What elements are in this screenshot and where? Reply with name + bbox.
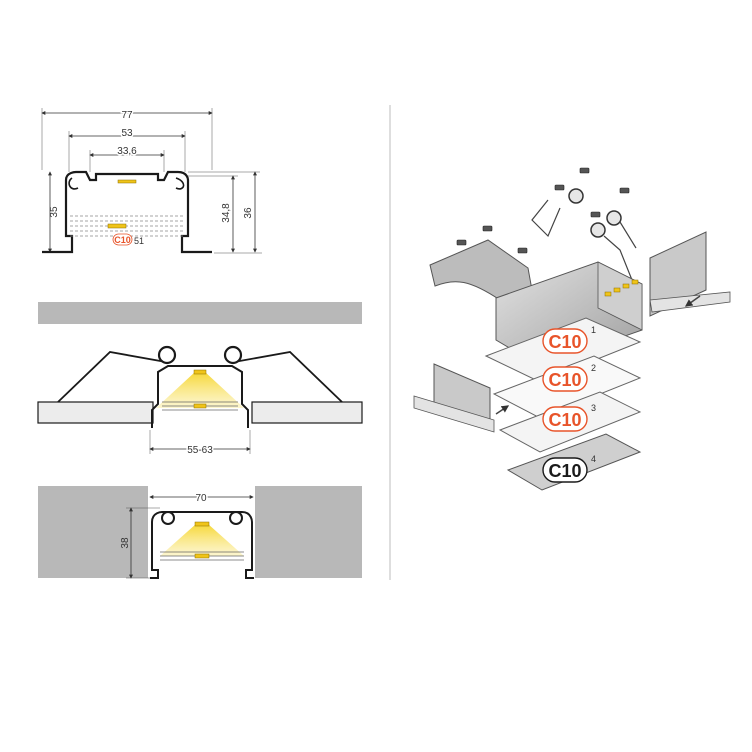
drywall-board-left (37, 401, 154, 424)
profile-clip-hooks (68, 177, 185, 190)
dimension-channel-width: 33,6 (117, 146, 137, 157)
plaster-installation-drawing: 70 38 (38, 486, 362, 579)
dimension-height-inner: 34,8 (221, 203, 232, 223)
diffuser-number-3: 3 (591, 403, 596, 413)
light-beam (156, 372, 244, 408)
diffuser-code-2: C10 (548, 370, 581, 390)
spring-clip-left (57, 351, 167, 403)
led-strip (193, 369, 207, 375)
profile-plastered (150, 511, 254, 579)
drywall-board-right (251, 401, 363, 424)
led-strip-bottom (107, 223, 127, 229)
arrow-left-cap (495, 405, 510, 415)
led-strip-top (117, 179, 137, 184)
exploded-view: C10 1 C10 2 C10 3 C10 4 (413, 167, 731, 491)
cover-height-label: 51 (134, 236, 144, 246)
diffuser-code-3: C10 (548, 410, 581, 430)
diffuser-badge-3: C10 3 (542, 403, 596, 432)
dimension-cutout: 55-63 (187, 445, 213, 456)
wall-block-right (255, 486, 362, 578)
led-chips-exploded (604, 279, 639, 297)
dimension-inner-width: 53 (121, 128, 133, 139)
ceiling-bar (38, 302, 362, 324)
light-beam-plaster (160, 524, 244, 556)
dimension-height-left: 35 (49, 206, 60, 218)
wall-block-left (38, 486, 148, 578)
clip-coil-exploded-3 (590, 222, 606, 238)
diffuser-badge-4: C10 4 (542, 454, 596, 483)
spring-clip-exploded-left (531, 199, 561, 238)
diffuser-badge-2: C10 2 (542, 363, 596, 392)
diffuser-code-1: C10 (548, 332, 581, 352)
screws (456, 167, 630, 254)
led-strip-plaster-lower (194, 553, 210, 559)
cover-code-badge (112, 233, 133, 246)
profile-outline (42, 170, 212, 254)
cover-code-label: C10 (114, 235, 131, 245)
diffuser-badge-1: C10 1 (542, 325, 596, 354)
led-strip-plaster (194, 521, 210, 527)
drywall-installation-drawing: 55-63 (37, 302, 363, 458)
mount-clip-left (161, 511, 175, 525)
clip-coil-exploded-1 (568, 188, 584, 204)
cross-section-drawing: 77 53 33,6 35 34,8 36 (41, 108, 262, 254)
diffuser-number-4: 4 (591, 454, 596, 464)
clip-coil-right (223, 345, 243, 365)
diffuser-number-1: 1 (591, 325, 596, 335)
dimension-depth: 38 (120, 537, 131, 549)
diffuser-positions (70, 215, 184, 237)
spring-clip-right (233, 351, 343, 403)
end-cap-right (649, 231, 707, 317)
clip-coil-exploded-2 (606, 210, 622, 226)
dimension-height-outer: 36 (243, 207, 254, 219)
led-strip-lower (193, 403, 207, 409)
diffuser-number-2: 2 (591, 363, 596, 373)
dimension-total-width: 77 (121, 110, 133, 121)
profile-installed (151, 365, 249, 428)
mount-clip-right (229, 511, 243, 525)
clip-coil-left (157, 345, 177, 365)
diffuser-code-4: C10 (548, 461, 581, 481)
end-cap-left-top (429, 239, 533, 301)
dimension-slot-width: 70 (195, 493, 207, 504)
arrow-right-cap (684, 295, 701, 307)
